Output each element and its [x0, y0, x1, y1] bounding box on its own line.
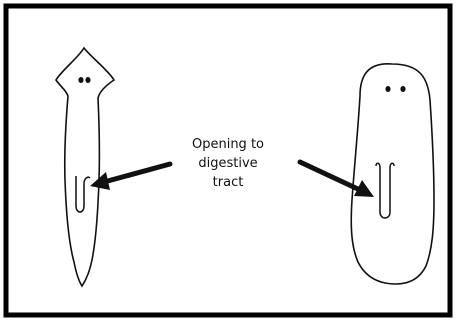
left-planarian — [56, 48, 114, 286]
right-arrow — [300, 162, 374, 197]
right-planarian-pharynx — [376, 163, 394, 218]
label-line-1: Opening to — [168, 135, 288, 154]
label-line-3: tract — [168, 173, 288, 192]
right-planarian — [351, 64, 434, 284]
left-planarian-eyes — [78, 77, 90, 83]
right-planarian-eyes — [385, 86, 405, 92]
left-arrow — [90, 164, 170, 190]
digestive-opening-label: Opening to digestive tract — [168, 135, 288, 192]
left-planarian-pharynx — [76, 176, 90, 212]
right-planarian-body — [351, 64, 434, 284]
label-line-2: digestive — [168, 154, 288, 173]
left-planarian-body — [56, 48, 114, 286]
